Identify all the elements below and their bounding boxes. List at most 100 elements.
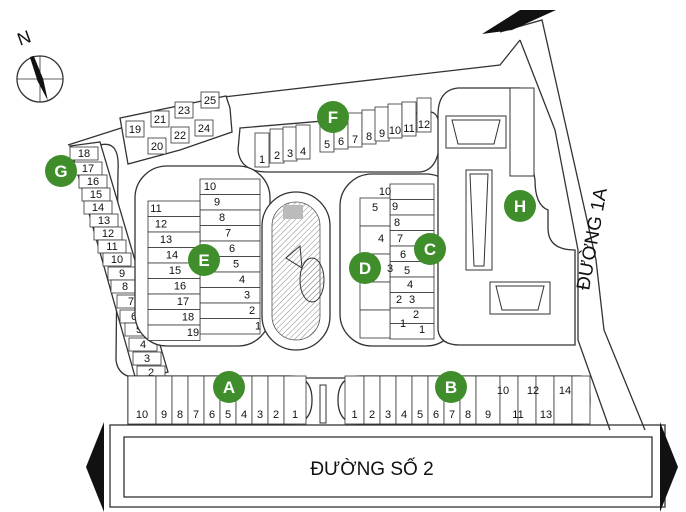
lot-g-3[interactable] — [132, 351, 162, 366]
main-road: ĐƯỜNG SỐ 2 — [86, 422, 678, 512]
lot-e-7-label: 7 — [225, 228, 231, 240]
lot-e-19[interactable] — [147, 324, 201, 341]
lot-d-4-label: 4 — [378, 233, 384, 245]
badge-f[interactable]: F — [317, 101, 349, 133]
lot-d-1[interactable] — [359, 309, 391, 339]
lot-d-3-label: 3 — [387, 263, 393, 275]
lot-c-1[interactable] — [389, 323, 435, 340]
badge-b[interactable]: B — [435, 371, 467, 403]
lot-g-2-label: 2 — [148, 367, 154, 379]
lot-top-21[interactable] — [150, 110, 170, 128]
lot-f-11[interactable] — [401, 101, 417, 137]
lot-top-22-label: 22 — [174, 130, 186, 142]
badge-d[interactable]: D — [349, 252, 381, 284]
lot-d-2-label: 2 — [396, 294, 402, 306]
lot-top-20[interactable] — [147, 137, 167, 155]
north-arrow-icon — [29, 55, 48, 101]
lot-c-9-label: 9 — [392, 201, 398, 213]
lot-a-9-label: 9 — [161, 409, 167, 421]
lot-d-4[interactable] — [359, 225, 391, 255]
lot-g-9-label: 9 — [119, 268, 125, 280]
lot-e-19-label: 19 — [187, 327, 199, 339]
lot-d-5-label: 5 — [372, 202, 378, 214]
lot-e-11-label: 11 — [150, 203, 161, 215]
badge-d-label: D — [359, 259, 371, 278]
lot-top-21-label: 21 — [154, 114, 166, 126]
lot-c-5-label: 5 — [404, 265, 410, 277]
lot-c-10[interactable] — [389, 183, 435, 200]
lot-g-18[interactable] — [69, 146, 99, 161]
lot-e-16-label: 16 — [174, 281, 186, 293]
lot-e-9[interactable] — [199, 194, 261, 211]
lot-b-6-label: 6 — [433, 409, 439, 421]
lot-top-24[interactable] — [194, 119, 214, 137]
badge-a[interactable]: A — [213, 371, 245, 403]
lot-c-2-label: 2 — [413, 309, 419, 321]
lot-f-10-label: 10 — [389, 125, 401, 137]
badge-c[interactable]: C — [414, 233, 446, 265]
lot-a-10-label: 10 — [136, 409, 148, 421]
lot-e-17[interactable] — [147, 293, 201, 310]
lot-d-2[interactable] — [359, 281, 391, 311]
lot-g-10[interactable] — [102, 252, 132, 267]
lot-e-1[interactable] — [199, 318, 261, 335]
badge-h[interactable]: H — [504, 190, 536, 222]
lot-g-8-label: 8 — [122, 281, 128, 293]
badge-b-label: B — [445, 378, 457, 397]
lot-d-5[interactable] — [359, 197, 391, 227]
side-road-arrow-icon — [482, 10, 556, 34]
street-name-side: ĐƯỜNG 1A — [572, 186, 612, 292]
lot-f-8-label: 8 — [366, 131, 372, 143]
lot-a-1-label: 1 — [292, 409, 298, 421]
lot-f-1[interactable] — [254, 132, 270, 168]
lot-a-2-label: 2 — [273, 409, 279, 421]
lot-e-13[interactable] — [147, 231, 201, 248]
lot-e-8[interactable] — [199, 209, 261, 226]
lot-g-15-label: 15 — [90, 189, 102, 201]
lot-e-8-label: 8 — [219, 212, 225, 224]
lot-a-10[interactable] — [127, 375, 157, 425]
badge-e[interactable]: E — [188, 244, 220, 276]
lot-b-11-label: 11 — [512, 409, 523, 421]
block-h — [437, 87, 576, 346]
north-label: N — [14, 26, 33, 49]
lot-top-20-label: 20 — [151, 141, 163, 153]
lot-e-3[interactable] — [199, 287, 261, 304]
lot-f-2-label: 2 — [274, 150, 280, 162]
lot-f-1-label: 1 — [259, 154, 265, 166]
lot-b-9[interactable] — [475, 375, 501, 425]
lot-e-2-label: 2 — [249, 305, 255, 317]
lot-a-7-label: 7 — [193, 409, 199, 421]
lot-f-5-label: 5 — [324, 139, 330, 151]
lot-b-14[interactable] — [571, 375, 591, 425]
lot-e-12-label: 12 — [155, 219, 167, 231]
lot-top-23-label: 23 — [178, 105, 190, 117]
lot-d-1-label: 1 — [400, 318, 406, 330]
lot-c-4-label: 4 — [407, 279, 413, 291]
lot-f-12[interactable] — [416, 97, 432, 133]
lot-a-1[interactable] — [283, 375, 307, 425]
badge-f-label: F — [328, 108, 338, 127]
road-arrow-right-icon — [660, 422, 678, 512]
lot-top-25[interactable] — [200, 91, 220, 109]
lot-b-14-label: 14 — [559, 385, 571, 397]
lot-top-23[interactable] — [174, 101, 194, 119]
lot-c-10-label: 10 — [379, 186, 391, 198]
lot-b-13-label: 13 — [540, 409, 552, 421]
lot-top-22[interactable] — [170, 126, 190, 144]
lot-top-25-label: 25 — [204, 95, 216, 107]
badge-g[interactable]: G — [45, 155, 77, 187]
gate-post — [319, 384, 327, 424]
lot-b-5-label: 5 — [417, 409, 423, 421]
lot-g-17-label: 17 — [82, 163, 94, 175]
lot-top-24-label: 24 — [198, 123, 210, 135]
lot-b-13[interactable] — [553, 375, 573, 425]
lot-top-19[interactable] — [125, 120, 145, 138]
lot-f-4[interactable] — [295, 124, 311, 160]
lot-f-9-label: 9 — [379, 128, 385, 140]
lot-f-11-label: 11 — [403, 123, 414, 135]
lot-a-8-label: 8 — [177, 409, 183, 421]
